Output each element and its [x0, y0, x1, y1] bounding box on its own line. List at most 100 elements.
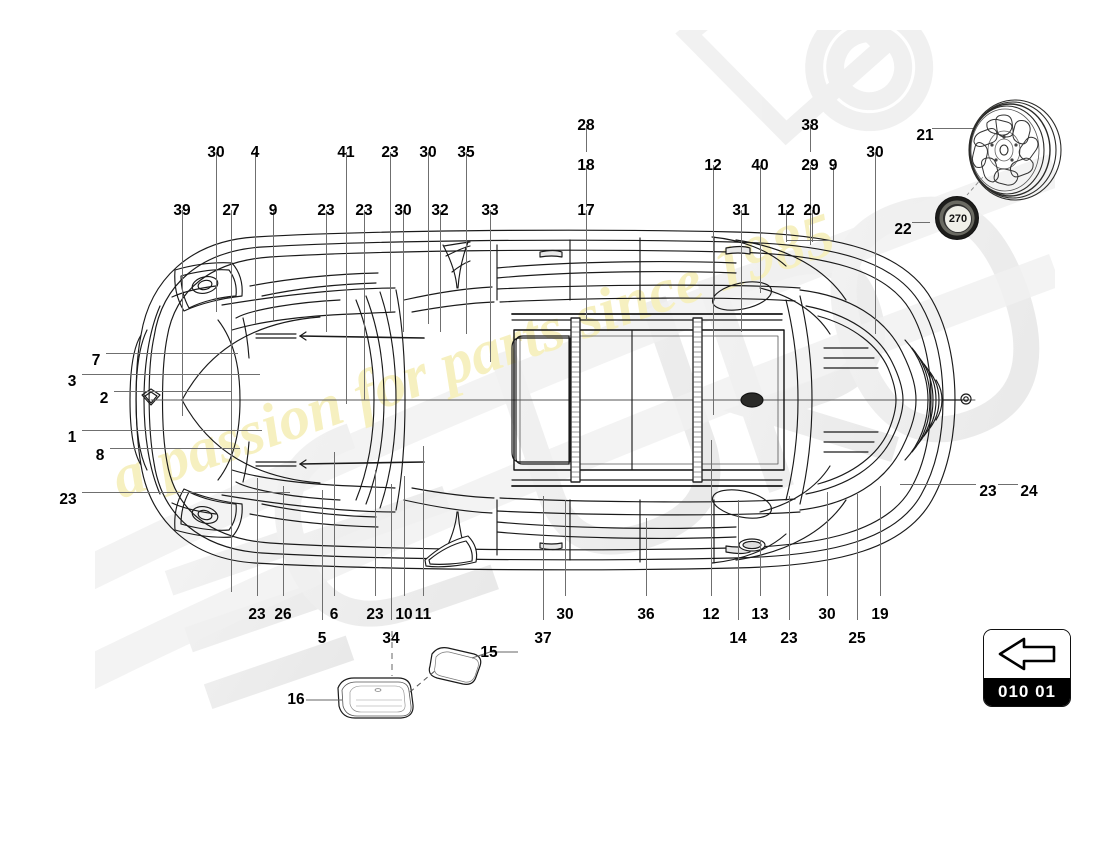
- callout-12[interactable]: 12: [704, 157, 722, 174]
- callout-40[interactable]: 40: [751, 157, 769, 174]
- reference-number: 010 01: [984, 678, 1070, 706]
- road-wheel-drawing: [966, 99, 1062, 201]
- leader-line: [711, 440, 712, 596]
- callout-11[interactable]: 11: [414, 606, 432, 623]
- leader-line: [586, 210, 587, 320]
- leader-line: [565, 500, 566, 596]
- callout-38[interactable]: 38: [801, 117, 819, 134]
- callout-23[interactable]: 23: [248, 606, 266, 623]
- leader-line: [390, 152, 391, 312]
- callout-37[interactable]: 37: [534, 630, 552, 647]
- callout-15[interactable]: 15: [480, 644, 498, 661]
- leader-line: [738, 500, 739, 620]
- leader-line: [786, 240, 834, 241]
- leader-line: [423, 446, 424, 596]
- leader-line: [231, 210, 232, 592]
- callout-25[interactable]: 25: [848, 630, 866, 647]
- leader-line: [346, 152, 347, 404]
- leader-line: [932, 128, 974, 129]
- callout-8[interactable]: 8: [95, 447, 105, 464]
- reference-badge[interactable]: 010 01: [983, 629, 1071, 707]
- detail-parts-drawing: [306, 630, 518, 719]
- callout-9[interactable]: 9: [828, 157, 838, 174]
- leader-line: [812, 210, 813, 242]
- callout-19[interactable]: 19: [871, 606, 889, 623]
- callout-28[interactable]: 28: [577, 117, 595, 134]
- callout-23[interactable]: 23: [780, 630, 798, 647]
- callout-32[interactable]: 32: [431, 202, 449, 219]
- callout-6[interactable]: 6: [329, 606, 339, 623]
- leader-line: [760, 540, 761, 596]
- leader-line: [255, 152, 256, 324]
- leader-line: [216, 152, 217, 312]
- callout-13[interactable]: 13: [751, 606, 769, 623]
- callout-18[interactable]: 18: [577, 157, 595, 174]
- callout-29[interactable]: 29: [801, 157, 819, 174]
- callout-4[interactable]: 4: [250, 144, 260, 161]
- leader-line: [857, 494, 858, 620]
- leader-line: [713, 165, 714, 415]
- callout-14[interactable]: 14: [729, 630, 747, 647]
- leader-line: [760, 165, 761, 293]
- callout-21[interactable]: 21: [916, 127, 934, 144]
- leader-line: [82, 430, 262, 431]
- callout-30[interactable]: 30: [556, 606, 574, 623]
- callout-5[interactable]: 5: [317, 630, 327, 647]
- callout-33[interactable]: 33: [481, 202, 499, 219]
- leader-line: [810, 165, 811, 245]
- callout-23[interactable]: 23: [979, 483, 997, 500]
- callout-2[interactable]: 2: [99, 390, 109, 407]
- callout-26[interactable]: 26: [274, 606, 292, 623]
- hubcap-face: 270: [944, 205, 972, 233]
- leader-line: [875, 152, 876, 334]
- callout-23[interactable]: 23: [59, 491, 77, 508]
- leader-line: [375, 470, 376, 596]
- hubcap-marking: 270: [948, 213, 968, 225]
- callout-27[interactable]: 27: [222, 202, 240, 219]
- callout-31[interactable]: 31: [732, 202, 750, 219]
- callout-1[interactable]: 1: [67, 429, 77, 446]
- callout-30[interactable]: 30: [818, 606, 836, 623]
- callout-12[interactable]: 12: [702, 606, 720, 623]
- callout-36[interactable]: 36: [637, 606, 655, 623]
- callout-23[interactable]: 23: [381, 144, 399, 161]
- leader-line: [82, 374, 260, 375]
- callout-23[interactable]: 23: [355, 202, 373, 219]
- callout-12[interactable]: 12: [777, 202, 795, 219]
- callout-30[interactable]: 30: [866, 144, 884, 161]
- callout-7[interactable]: 7: [91, 352, 101, 369]
- callout-10[interactable]: 10: [395, 606, 413, 623]
- callout-41[interactable]: 41: [337, 144, 355, 161]
- leader-line: [403, 210, 404, 332]
- callout-30[interactable]: 30: [394, 202, 412, 219]
- callout-23[interactable]: 23: [366, 606, 384, 623]
- callout-23[interactable]: 23: [317, 202, 335, 219]
- callout-3[interactable]: 3: [67, 373, 77, 390]
- callout-16[interactable]: 16: [287, 691, 305, 708]
- callout-17[interactable]: 17: [577, 202, 595, 219]
- leader-line: [428, 152, 429, 324]
- leader-line: [440, 210, 441, 332]
- leader-line: [110, 448, 240, 449]
- callout-22[interactable]: 22: [894, 221, 912, 238]
- leader-line: [114, 391, 232, 392]
- leader-line: [404, 476, 405, 596]
- back-arrow-icon[interactable]: [984, 630, 1070, 678]
- leader-line: [334, 452, 335, 596]
- leader-line: [912, 222, 930, 223]
- leader-line: [900, 484, 976, 485]
- callout-39[interactable]: 39: [173, 202, 191, 219]
- leader-line: [490, 210, 491, 362]
- wheel-centre-cap-drawing: 270: [935, 196, 979, 240]
- callout-24[interactable]: 24: [1020, 483, 1038, 500]
- leader-line: [880, 486, 881, 596]
- callout-35[interactable]: 35: [457, 144, 475, 161]
- leader-line: [543, 496, 544, 620]
- callout-34[interactable]: 34: [382, 630, 400, 647]
- callout-30[interactable]: 30: [207, 144, 225, 161]
- diagram-canvas: a passion for parts since 1985: [59, 30, 1071, 719]
- callout-30[interactable]: 30: [419, 144, 437, 161]
- callout-9[interactable]: 9: [268, 202, 278, 219]
- leader-line: [810, 124, 811, 152]
- callout-20[interactable]: 20: [803, 202, 821, 219]
